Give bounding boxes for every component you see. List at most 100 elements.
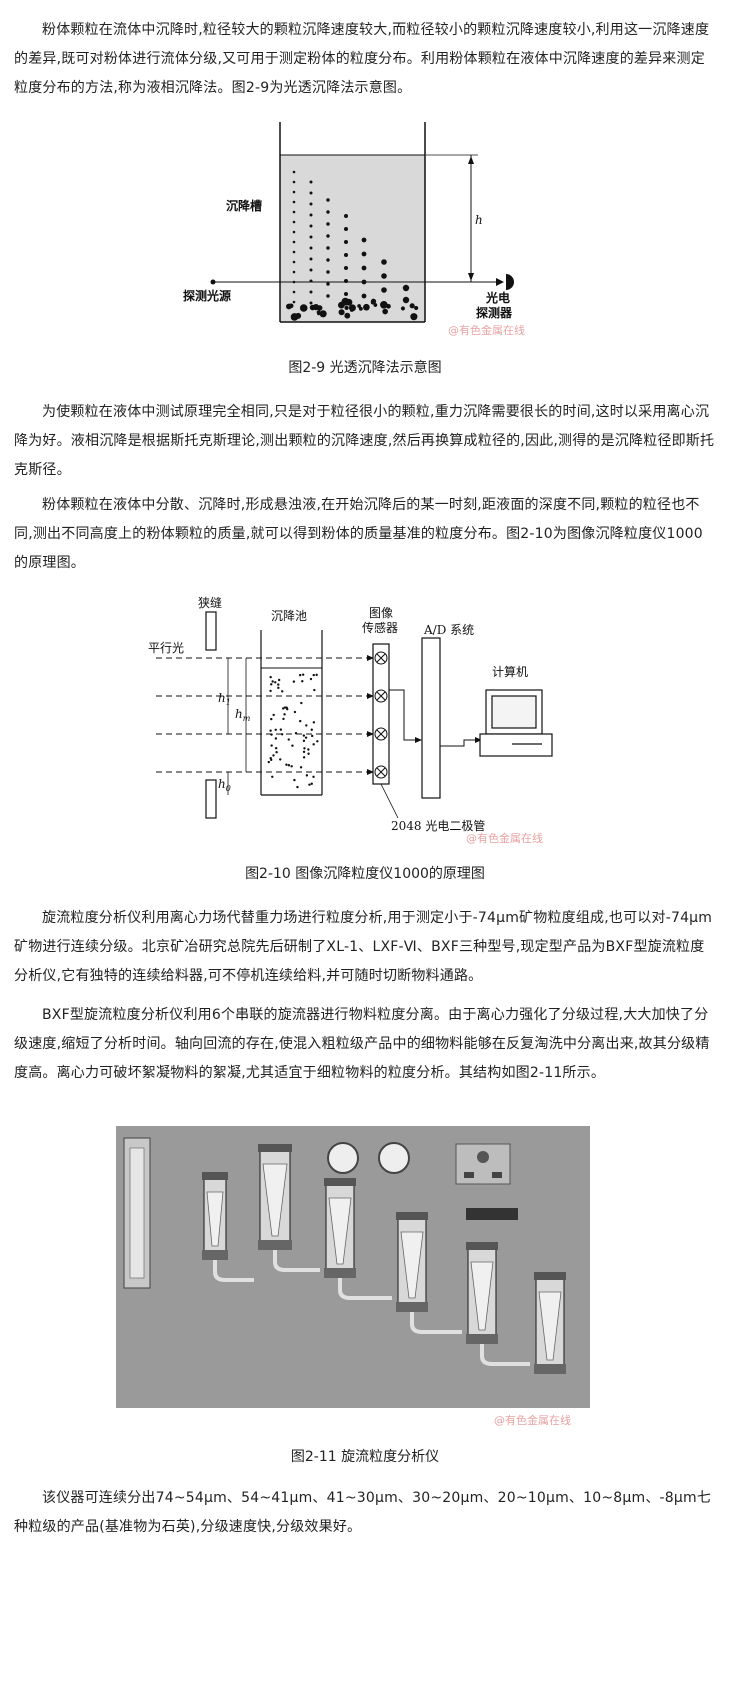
particle [326, 258, 330, 262]
settled-particle [373, 303, 378, 307]
particle [309, 268, 313, 272]
cyclone-unit [202, 1172, 254, 1282]
label-h0: h0 [218, 777, 231, 793]
paragraph-intro: 粉体颗粒在流体中沉降时,粒径较大的颗粒沉降速度较大,而粒径较小的颗粒沉降速度较小… [14, 22, 710, 96]
particle [344, 266, 348, 270]
particle [326, 210, 330, 214]
watermark: @有色金属在线 [494, 1413, 571, 1427]
particle [283, 713, 286, 716]
particle [309, 290, 313, 294]
particle [313, 688, 316, 692]
particle [361, 265, 367, 271]
paragraph-size-classes: 该仪器可连续分出74~54μm、54~41μm、41~30μm、30~20μm、… [14, 1490, 712, 1535]
particle [299, 719, 302, 723]
cyclone-unit [396, 1212, 462, 1334]
settled-particle [348, 304, 356, 312]
label-sensor-line2: 传感器 [362, 620, 398, 635]
sediment-particles [286, 170, 419, 321]
cyclone-unit [258, 1144, 320, 1272]
particle [287, 764, 291, 767]
particle [292, 290, 296, 294]
particle [361, 251, 367, 257]
particle [302, 734, 306, 737]
particle [274, 737, 278, 740]
pool-particles [267, 673, 319, 789]
parallel-beams [156, 657, 370, 773]
settled-particle [357, 304, 361, 308]
settled-particle [290, 313, 299, 321]
figure-image-sedimentation: h1 hm h0 狭缝 沉降池 图像 传感器 A/D 系统 计算机 平行光 20… [146, 590, 586, 850]
particle [277, 678, 281, 682]
particle [292, 190, 296, 194]
particle [312, 743, 315, 746]
particle [282, 717, 285, 721]
cyclone-series [202, 1144, 566, 1374]
particle [301, 673, 305, 676]
particle [309, 224, 313, 228]
settled-particle [363, 303, 370, 311]
slit-bottom [205, 779, 217, 819]
particle [361, 279, 367, 285]
label-hm: hm [235, 707, 251, 723]
label-detector-line1: 光电 [485, 290, 510, 305]
detector-icon [506, 274, 514, 290]
particle [344, 240, 348, 244]
label-light-source: 探测光源 [183, 288, 231, 303]
figure-light-sedimentation: h 沉降槽 探测光源 光电 探测器 @有色金属在线 [168, 112, 568, 344]
particle [292, 200, 296, 204]
paragraph-centrifugal: 为使颗粒在液体中测试原理完全相同,只是对于粒径很小的颗粒,重力沉降需要很长的时间… [14, 404, 715, 478]
particle [316, 740, 319, 743]
particle [282, 707, 285, 710]
pressure-gauge-2 [378, 1142, 410, 1174]
watermark: @有色金属在线 [466, 831, 543, 845]
particle [309, 180, 313, 184]
particle [310, 728, 313, 731]
particle [309, 301, 313, 305]
settled-particle [400, 306, 406, 311]
particle [277, 686, 280, 690]
settled-particle [319, 310, 327, 318]
particle [296, 785, 299, 789]
label-sensor-line1: 图像 [369, 606, 393, 620]
settled-particle [370, 300, 375, 305]
particle [303, 747, 306, 750]
particle [267, 760, 270, 764]
settled-particle [344, 305, 349, 311]
settled-particle [414, 305, 419, 311]
particle [290, 765, 293, 768]
particle [301, 680, 304, 683]
particle [309, 191, 313, 195]
particle [271, 680, 274, 683]
particle [292, 170, 296, 174]
figure-2-9-diagram: h 沉降槽 探测光源 光电 探测器 @有色金属在线 [183, 122, 525, 337]
particle [275, 750, 278, 754]
label-photodiode: 2048 光电二极管 [391, 818, 485, 833]
cyclone-unit [534, 1272, 566, 1374]
slit-top [205, 611, 217, 651]
label-settling-pool: 沉降池 [271, 609, 307, 623]
particle [344, 227, 348, 231]
particle [269, 729, 272, 732]
settled-particle [409, 303, 415, 309]
particle [309, 213, 313, 217]
particle [302, 739, 306, 743]
particle [402, 296, 410, 304]
particle [304, 736, 308, 739]
particle [270, 717, 273, 721]
label-h1: h1 [218, 691, 231, 707]
particle [326, 198, 330, 202]
particle [344, 292, 348, 296]
particle [292, 680, 296, 683]
particle [361, 237, 367, 243]
particle [300, 701, 303, 705]
particle [312, 721, 316, 724]
particle [292, 180, 296, 184]
particle [292, 300, 296, 304]
particle [305, 774, 309, 777]
particle [309, 246, 313, 250]
particle [309, 202, 313, 206]
particle [292, 270, 296, 274]
figure-2-10-diagram: h1 hm h0 狭缝 沉降池 图像 传感器 A/D 系统 计算机 平行光 20… [148, 595, 553, 845]
particle [272, 713, 275, 717]
particle [309, 677, 313, 681]
